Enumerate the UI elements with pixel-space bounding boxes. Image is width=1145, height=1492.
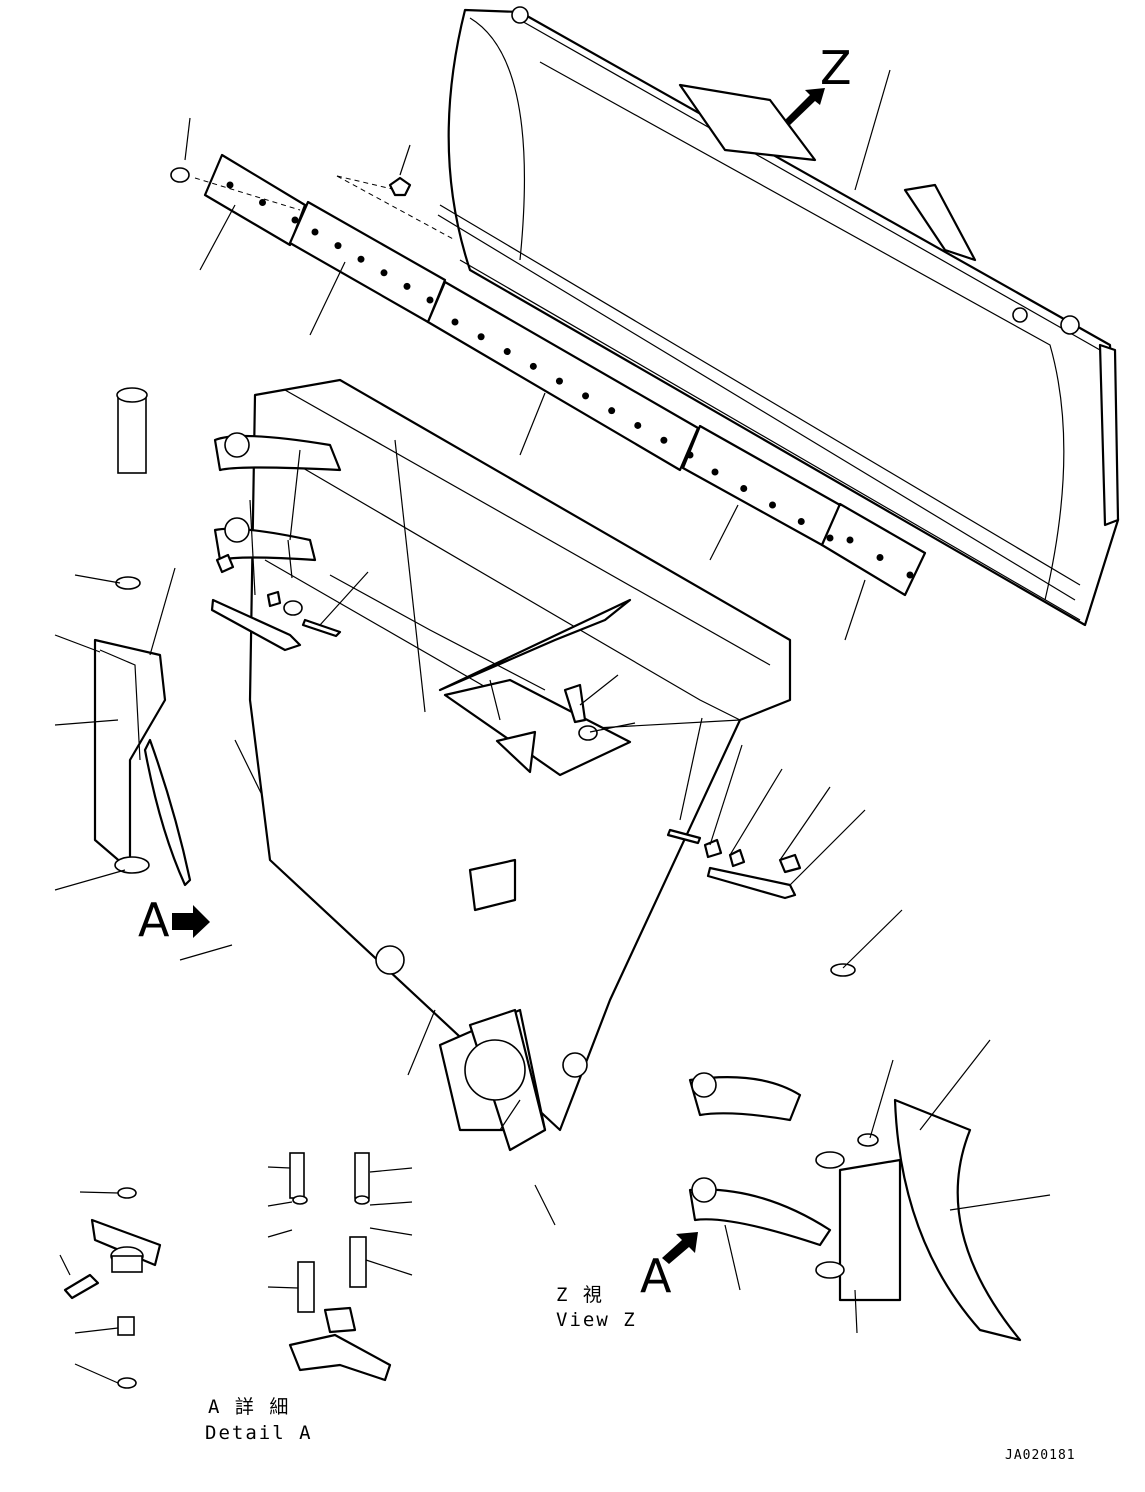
detail-a-components	[63, 1152, 392, 1389]
view-z-caption-jp: Z 視	[556, 1284, 604, 1306]
cover-plate	[443, 678, 632, 777]
cutting-edges	[203, 153, 927, 597]
upper-left-fasteners	[210, 553, 342, 652]
frame	[248, 378, 792, 1152]
view-arrow-icon	[172, 88, 825, 1264]
blade	[437, 6, 1120, 627]
edge-bolt-holes	[226, 181, 914, 579]
left-bracket	[93, 387, 192, 887]
detail-a-caption-jp: A 詳 細	[208, 1396, 291, 1418]
frame-arms	[213, 432, 832, 1247]
view-z-marker: Z	[820, 41, 852, 95]
right-bracket	[815, 963, 1022, 1342]
upper-right-fasteners	[666, 828, 802, 900]
drawing-code: JA020181	[1005, 1448, 1076, 1463]
view-a-marker-left: A	[138, 893, 170, 947]
detail-a-caption-en: Detail A	[205, 1422, 313, 1444]
view-z-caption-en: View Z	[556, 1309, 637, 1331]
view-a-marker-right: A	[640, 1249, 672, 1303]
leader-lines	[54, 69, 1051, 1384]
